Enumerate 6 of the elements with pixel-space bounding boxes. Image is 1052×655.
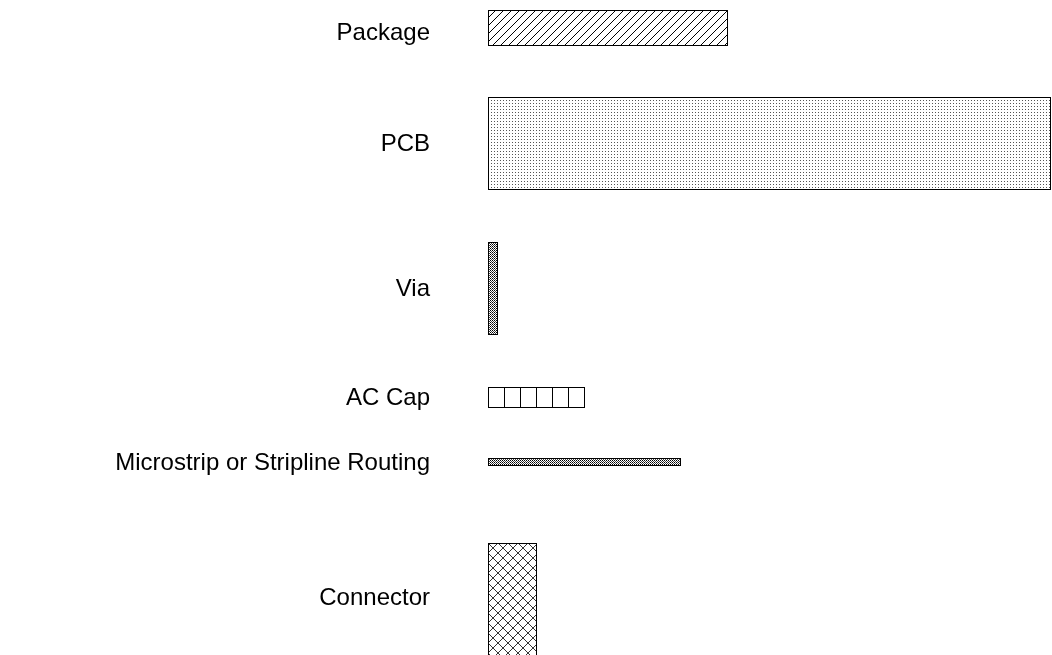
legend-label: Microstrip or Stripline Routing: [115, 448, 430, 476]
legend-label: PCB: [380, 129, 430, 157]
legend-label: Connector: [319, 583, 430, 611]
legend-label: Package: [336, 18, 430, 46]
legend-label: Via: [395, 274, 430, 302]
legend-label: AC Cap: [345, 383, 430, 411]
